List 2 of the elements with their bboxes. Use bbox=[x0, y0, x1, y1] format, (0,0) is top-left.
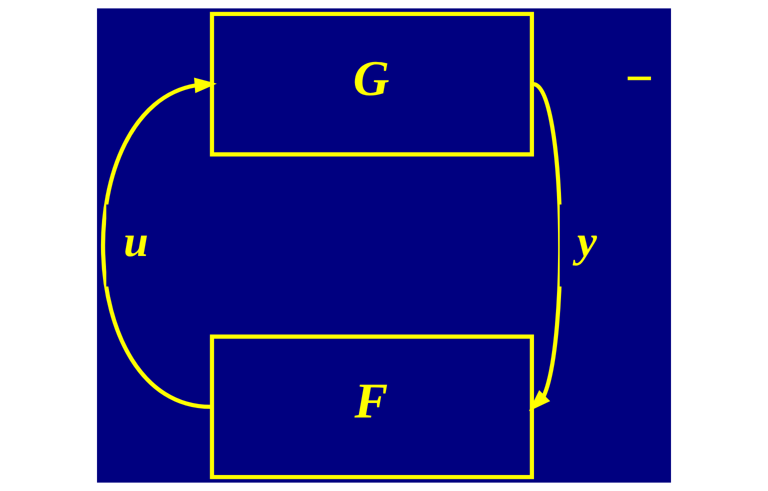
label: − bbox=[624, 50, 654, 106]
edge-label: u bbox=[124, 216, 148, 266]
